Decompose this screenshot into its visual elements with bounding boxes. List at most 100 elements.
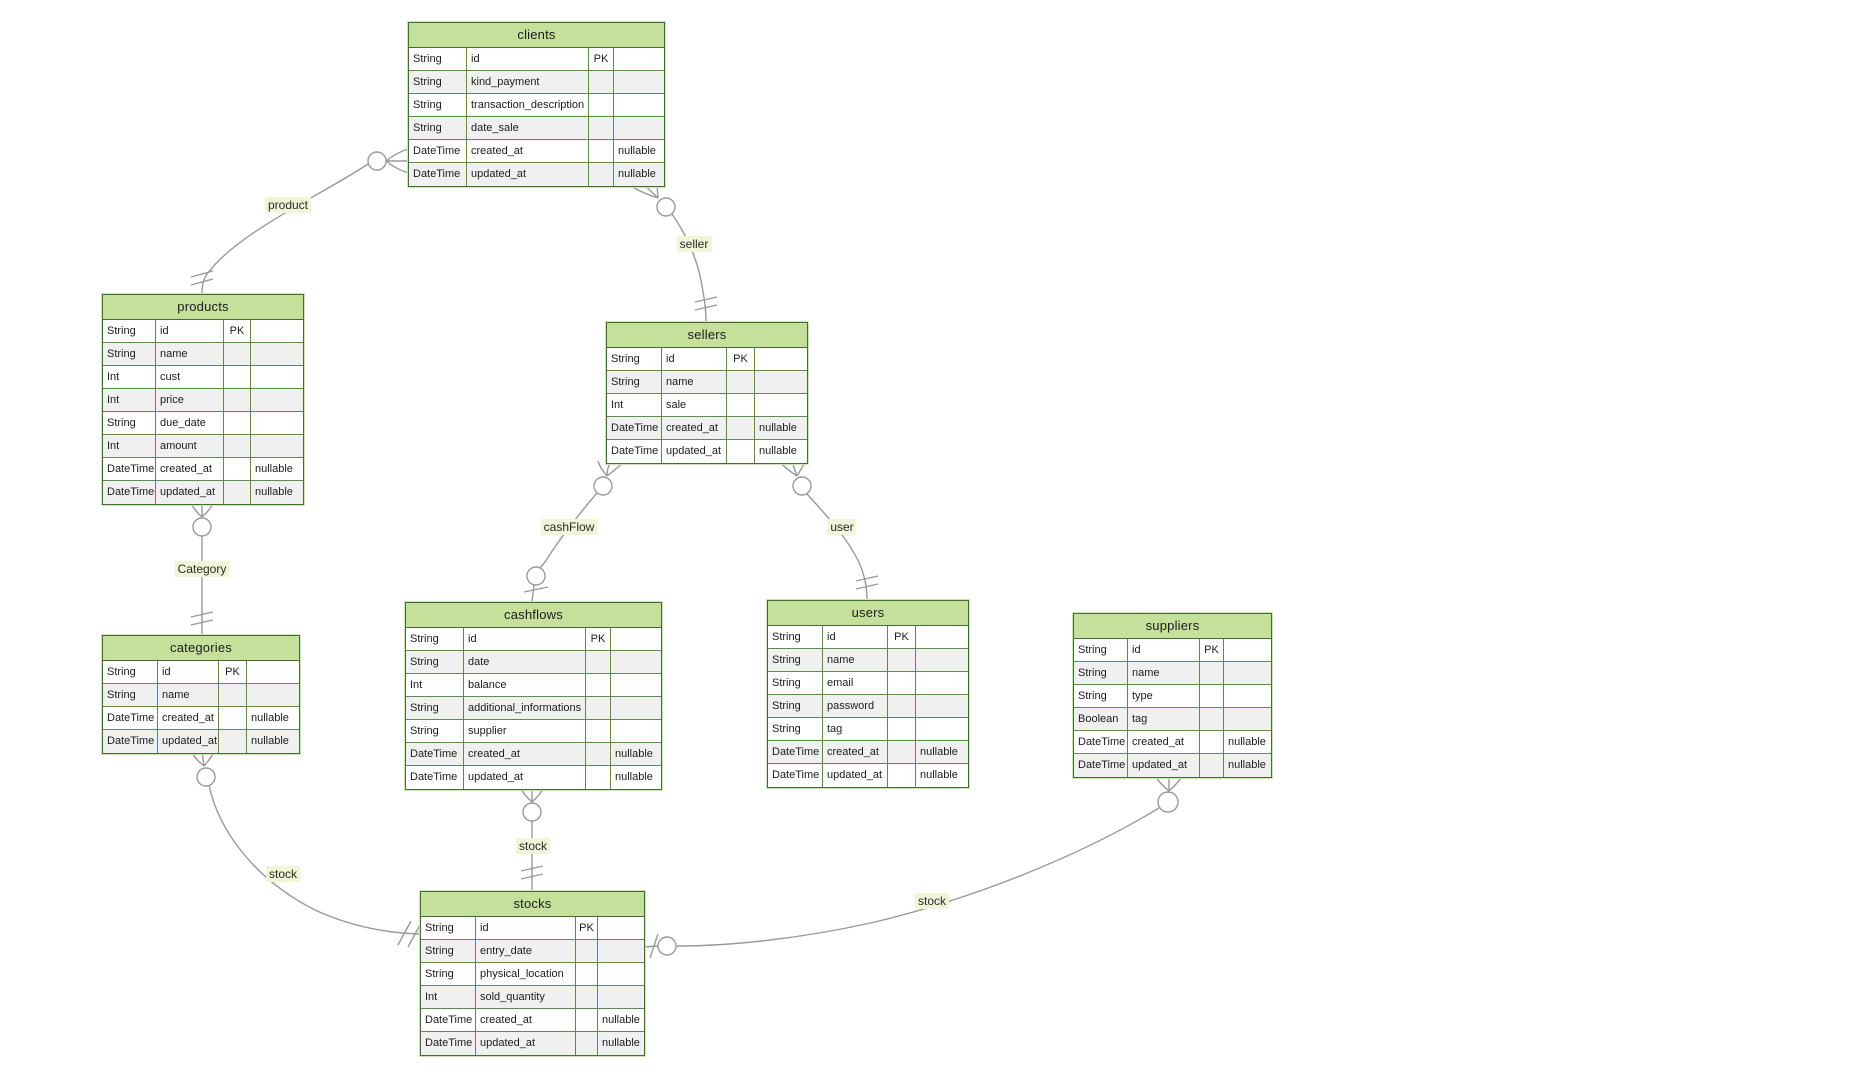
field-nullable — [614, 94, 664, 117]
field-type: String — [421, 917, 476, 940]
relationship-line-suppliers-stocks — [642, 774, 1184, 959]
field-row: String id PK — [421, 917, 644, 940]
relationship-label-stock-categories[interactable]: stock — [265, 866, 301, 882]
field-nullable — [614, 117, 664, 140]
field-name: id — [1128, 639, 1200, 662]
field-key — [727, 371, 755, 394]
entity-table-stocks[interactable]: stocks String id PK String entry_date — [420, 891, 645, 1056]
field-row: DateTime created_at nullable — [103, 707, 299, 730]
field-row: String name — [103, 343, 303, 366]
relationship-label-seller[interactable]: seller — [676, 236, 712, 252]
field-name: created_at — [662, 417, 727, 440]
entity-table-clients[interactable]: clients String id PK String kind_payment — [408, 22, 665, 187]
entity-rows: String id PK String name Int sale — [607, 348, 807, 463]
field-row: Boolean tag — [1074, 708, 1271, 731]
entity-rows: String id PK String name DateTime create… — [103, 661, 299, 753]
field-name: physical_location — [476, 963, 576, 986]
field-nullable — [611, 697, 661, 720]
field-nullable: nullable — [1224, 731, 1271, 754]
field-row: String entry_date — [421, 940, 644, 963]
field-row: Int sold_quantity — [421, 986, 644, 1009]
entity-table-products[interactable]: products String id PK String name — [102, 294, 304, 505]
entity-table-users[interactable]: users String id PK String name — [767, 600, 969, 788]
field-key — [727, 417, 755, 440]
entity-table-sellers[interactable]: sellers String id PK String name — [606, 322, 808, 464]
field-row: String due_date — [103, 412, 303, 435]
field-key — [1200, 731, 1224, 754]
field-key — [589, 163, 614, 186]
field-row: String id PK — [1074, 639, 1271, 662]
field-name: cust — [156, 366, 224, 389]
relationship-label-stock-cashflows[interactable]: stock — [515, 838, 551, 854]
field-key — [589, 117, 614, 140]
field-name: created_at — [156, 458, 224, 481]
zero-circle-icon — [593, 476, 613, 496]
relationship-label-user[interactable]: user — [827, 519, 857, 535]
field-type: DateTime — [421, 1009, 476, 1032]
field-type: String — [103, 684, 158, 707]
field-nullable — [614, 48, 664, 71]
zero-circle-icon — [656, 197, 676, 217]
field-nullable: nullable — [598, 1009, 644, 1032]
field-type: String — [406, 628, 464, 651]
relationship-label-product[interactable]: product — [264, 197, 312, 213]
entity-table-cashflows[interactable]: cashflows String id PK String date — [405, 602, 662, 790]
zero-circle-icon — [792, 476, 812, 496]
field-nullable: nullable — [615, 771, 653, 783]
field-key: PK — [888, 626, 916, 649]
entity-rows: String id PK String kind_payment String … — [409, 48, 664, 186]
field-key — [727, 394, 755, 417]
field-name: name — [158, 684, 219, 707]
field-row: String tag — [768, 718, 968, 741]
field-row: String additional_informations — [406, 697, 661, 720]
field-name: updated_at — [464, 766, 586, 789]
field-name: updated_at — [1128, 754, 1200, 777]
entity-rows: String id PK String name String email — [768, 626, 968, 787]
field-type: DateTime — [409, 140, 467, 163]
field-type: DateTime — [409, 163, 467, 186]
field-key — [888, 672, 916, 695]
field-name: name — [1128, 662, 1200, 685]
field-name: kind_payment — [467, 71, 589, 94]
field-key — [224, 389, 251, 412]
field-row: DateTime created_at nullable — [406, 743, 661, 766]
field-type: Boolean — [1074, 708, 1128, 731]
field-row: String date_sale — [409, 117, 664, 140]
field-row: String id PK — [406, 628, 661, 651]
relationship-label-category[interactable]: Category — [174, 561, 230, 577]
entity-table-suppliers[interactable]: suppliers String id PK String name — [1073, 613, 1272, 778]
field-key — [586, 720, 611, 743]
field-row: DateTime updated_at nullable — [409, 163, 664, 186]
field-type: String — [768, 672, 823, 695]
field-type: String — [409, 94, 467, 117]
field-key — [224, 343, 251, 366]
field-nullable — [916, 672, 968, 695]
field-type: String — [1074, 662, 1128, 685]
relationship-label-stock-suppliers[interactable]: stock — [914, 893, 950, 909]
entity-rows: String id PK String name String type — [1074, 639, 1271, 777]
relationship-line-clients-products — [190, 148, 409, 295]
field-name: updated_at — [662, 440, 727, 463]
field-type: DateTime — [406, 766, 464, 789]
relationship-label-cashflow[interactable]: cashFlow — [540, 519, 598, 535]
field-key: PK — [576, 917, 598, 940]
entity-table-categories[interactable]: categories String id PK String name — [102, 635, 300, 754]
field-name: updated_at — [158, 730, 219, 753]
field-row: Int balance — [406, 674, 661, 697]
field-nullable: nullable — [255, 486, 293, 498]
field-name: additional_informations — [464, 697, 586, 720]
field-key — [888, 764, 916, 787]
field-nullable: nullable — [920, 769, 958, 781]
field-type: DateTime — [768, 764, 823, 787]
field-type: Int — [103, 435, 156, 458]
field-type: String — [409, 48, 467, 71]
field-row: DateTime created_at nullable — [768, 741, 968, 764]
field-type: String — [1074, 685, 1128, 708]
one-bars-icon — [190, 270, 214, 286]
entity-rows: String id PK String name Int cust — [103, 320, 303, 504]
field-nullable — [598, 940, 644, 963]
field-name: email — [823, 672, 888, 695]
field-row: Int amount — [103, 435, 303, 458]
field-row: String name — [103, 684, 299, 707]
field-nullable — [247, 661, 299, 684]
